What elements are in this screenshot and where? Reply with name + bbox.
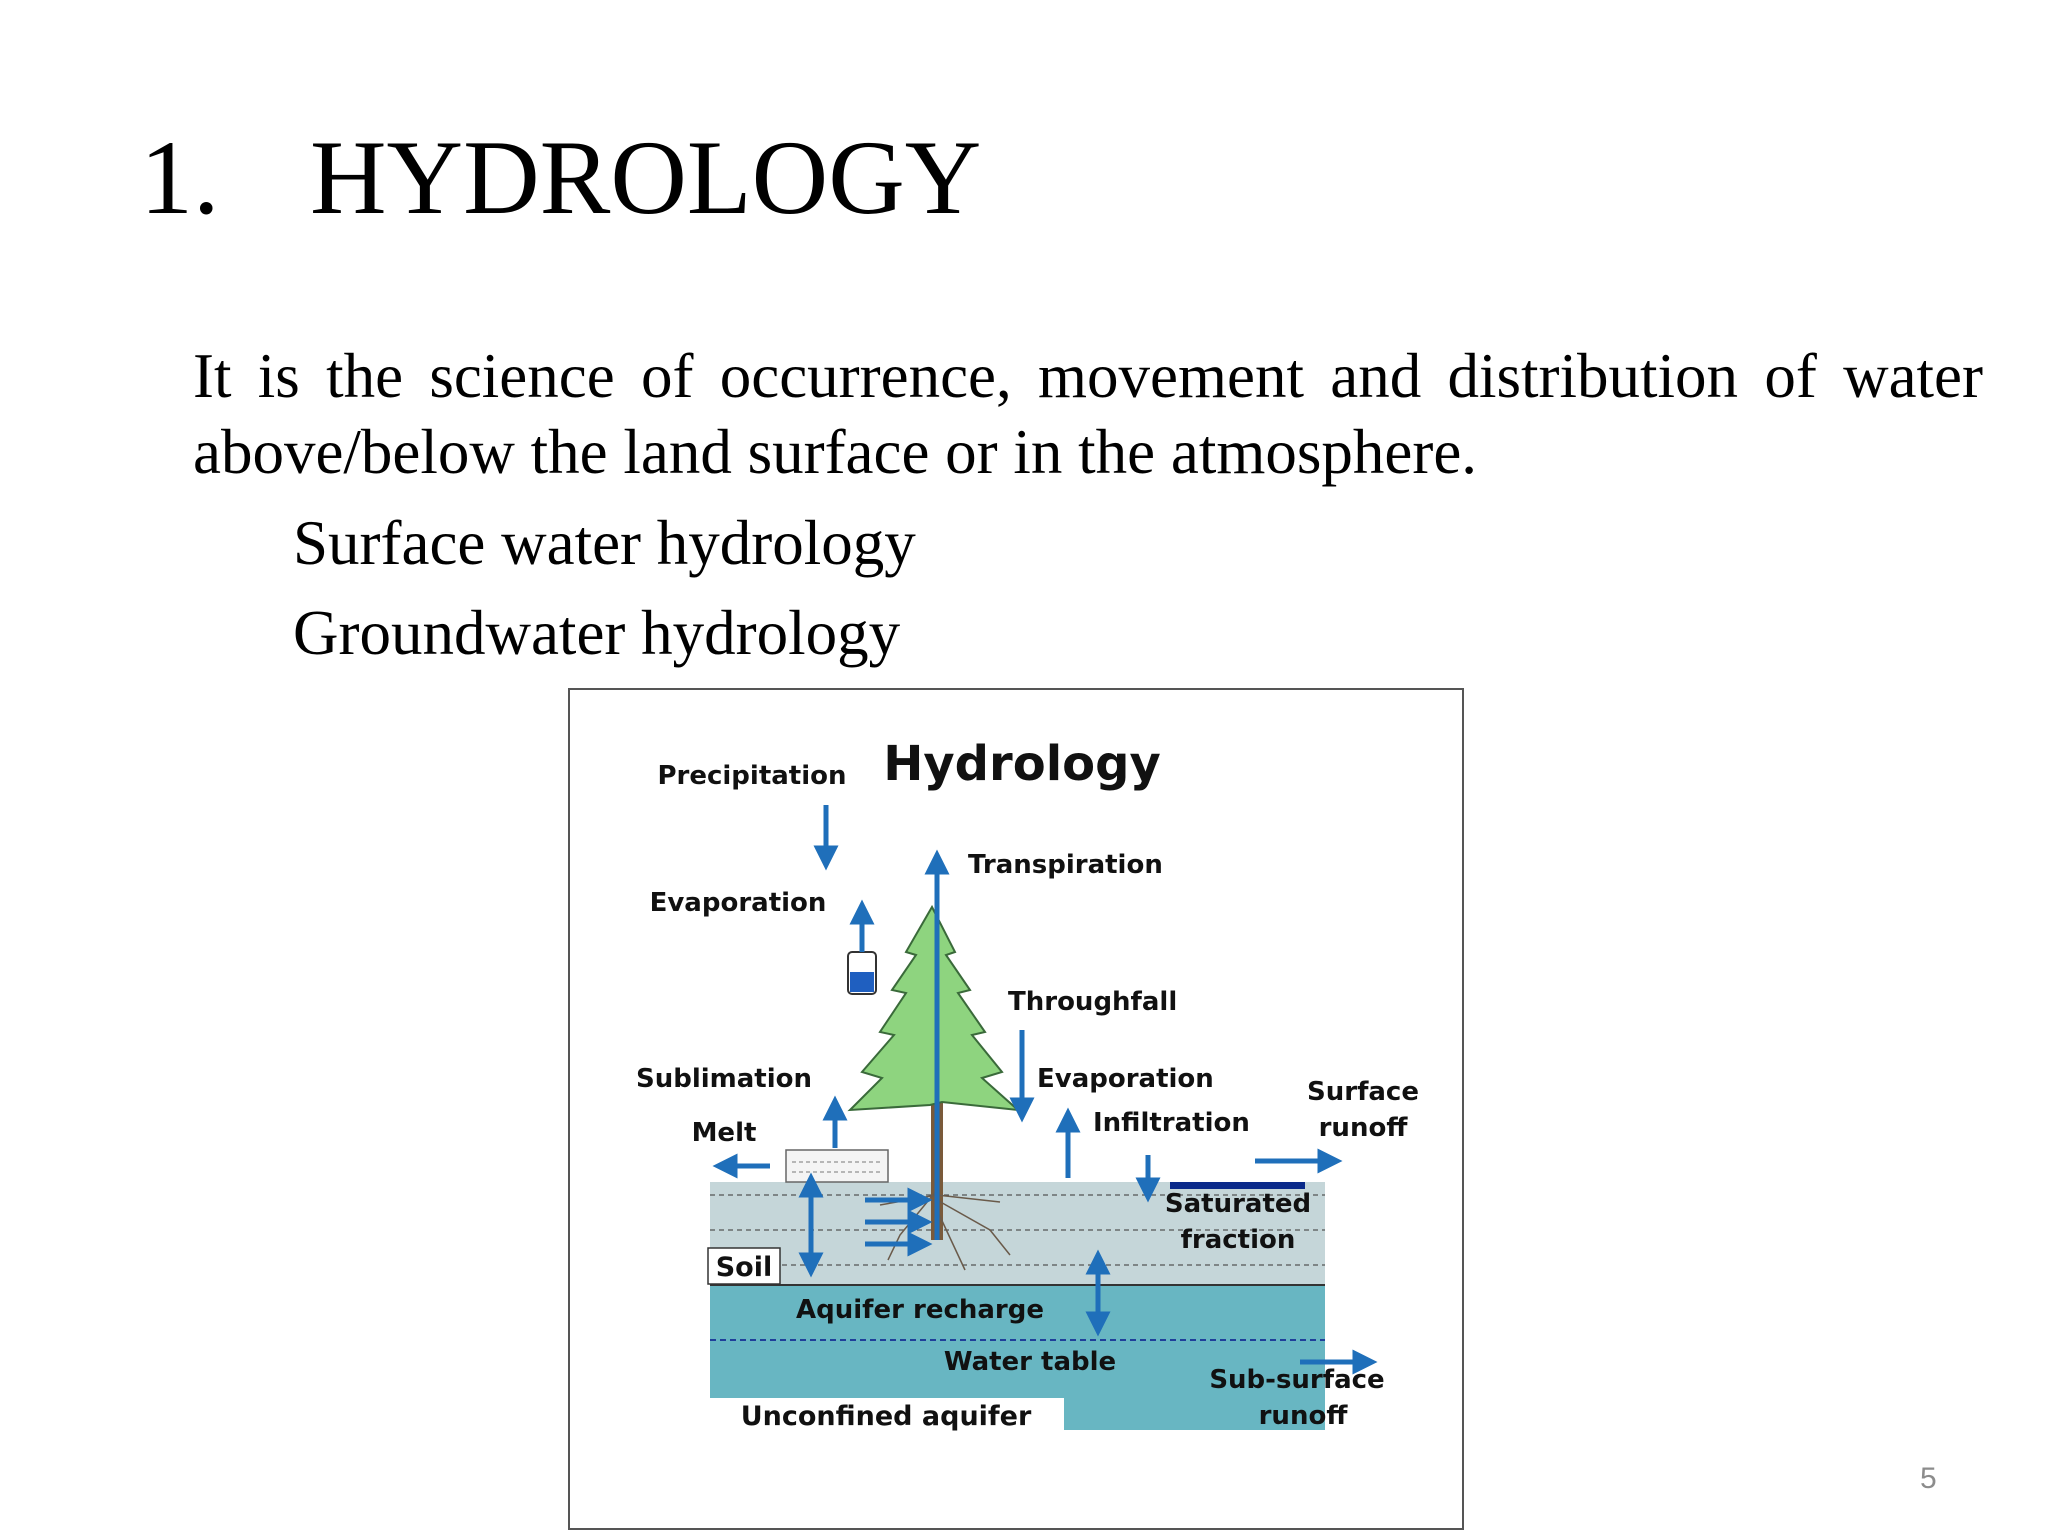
bullet-surface-water: Surface water hydrology — [293, 508, 916, 578]
label-soil: Soil — [716, 1252, 773, 1283]
title-number: 1. — [140, 119, 220, 236]
label-saturated: Saturated — [1165, 1189, 1311, 1219]
label-evaporation-top: Evaporation — [650, 888, 827, 918]
title-text: HYDROLOGY — [310, 119, 982, 236]
label-fraction: fraction — [1181, 1225, 1296, 1255]
hydrology-diagram-svg: Hydrology Precipitation Transpiration Ev… — [636, 736, 1419, 1434]
label-infiltration: Infiltration — [1093, 1108, 1250, 1138]
label-sub-surface: Sub-surface — [1209, 1365, 1384, 1395]
label-precipitation: Precipitation — [657, 761, 846, 791]
label-evaporation-ground: Evaporation — [1037, 1064, 1214, 1094]
page-number: 5 — [1920, 1462, 1937, 1495]
snow-box — [785, 1149, 889, 1183]
tree-canopy — [847, 904, 1021, 1112]
label-throughfall: Throughfall — [1008, 987, 1177, 1017]
label-sublimation: Sublimation — [636, 1064, 812, 1094]
label-water-table: Water table — [944, 1347, 1116, 1377]
diagram-title: Hydrology — [883, 736, 1161, 792]
label-aquifer-recharge: Aquifer recharge — [796, 1295, 1044, 1325]
saturated-fraction-bar — [1170, 1182, 1305, 1189]
label-transpiration: Transpiration — [968, 850, 1163, 880]
label-surface: Surface — [1307, 1077, 1419, 1107]
label-melt: Melt — [692, 1118, 757, 1148]
definition-paragraph: It is the science of occurrence, movemen… — [193, 341, 1983, 487]
label-sub-surface-runoff: runoff — [1259, 1401, 1349, 1431]
hydrology-diagram: Hydrology Precipitation Transpiration Ev… — [568, 688, 1464, 1530]
bullet-groundwater: Groundwater hydrology — [293, 598, 901, 668]
label-unconfined-aquifer: Unconfined aquifer — [741, 1401, 1032, 1432]
slide-title: 1.HYDROLOGY — [140, 125, 981, 231]
label-surface-runoff: runoff — [1319, 1113, 1409, 1143]
